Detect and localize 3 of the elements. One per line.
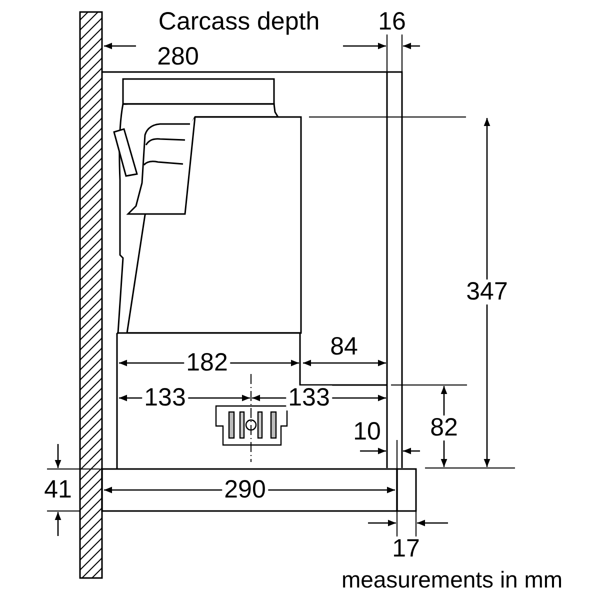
dimension-value: 133	[286, 386, 332, 410]
dimension-value: 347	[464, 280, 510, 304]
dimension-value: 82	[428, 416, 460, 440]
